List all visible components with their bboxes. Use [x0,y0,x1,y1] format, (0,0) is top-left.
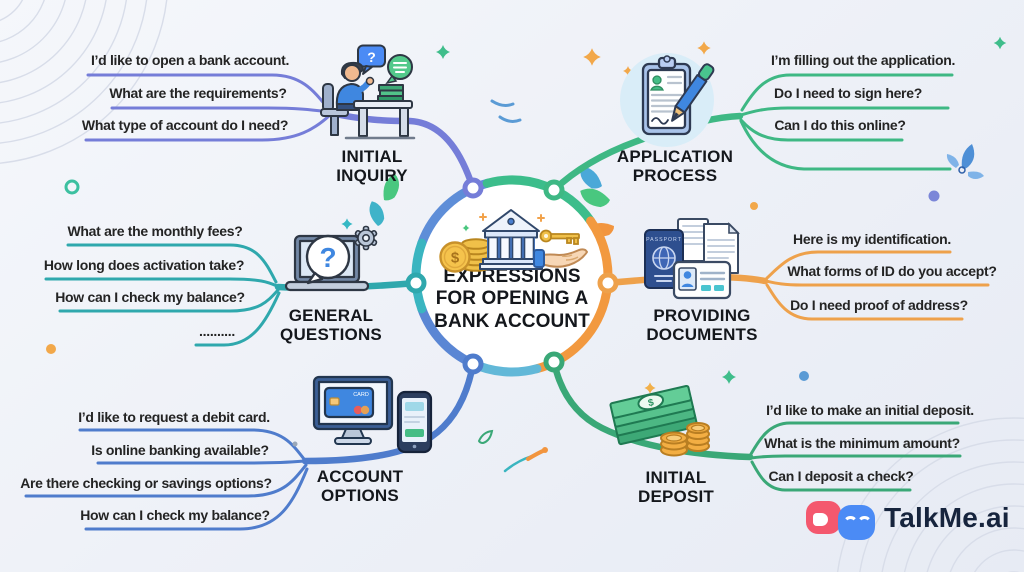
cash-stack-icon: $ [609,384,699,446]
expression-item: How can I check my balance? [55,289,245,305]
expression-item: I’d like to request a debit card. [78,409,270,425]
initial-inquiry-icon: ? [318,44,416,144]
coins-icon [660,422,710,457]
brand-logo: TalkMe.ai [806,499,1010,540]
expression-item: How can I check my balance? [80,507,270,523]
gear-icon [354,225,378,251]
branch-label-general-questions: GENERAL QUESTIONS [280,306,382,345]
chat-bubble-icon [385,54,413,85]
question-bubble-icon [305,234,351,285]
swoosh-decorations [477,99,548,473]
dot-decorations [46,179,940,447]
bank-building-icon [479,209,543,270]
pen-icon [671,63,715,122]
branch-label-application-process: APPLICATION PROCESS [616,147,734,186]
bank-account-icon: $ [438,204,590,274]
blue-sprig-decoration [946,144,984,179]
expression-item: I’d like to open a bank account. [90,52,290,68]
expression-item: Here is my identification. [793,231,951,247]
key-icon [539,229,580,245]
svg-text:?: ? [367,49,376,65]
expression-item: Do I need to sign here? [774,85,922,101]
expression-item: What forms of ID do you accept? [787,263,997,279]
expression-item: What is the minimum amount? [764,435,960,451]
branch-label-initial-deposit: INITIAL DEPOSIT [637,468,715,507]
expression-item: What are the monthly fees? [67,223,243,239]
expression-item: How long does activation take? [43,257,245,273]
hub-connector-dots [405,177,619,375]
trunk-initial-deposit [550,358,754,461]
logo-bubble-blue-icon [838,505,875,540]
branch-label-initial-inquiry: INITIAL INQUIRY [336,147,408,186]
logo-mouth [813,513,828,526]
expression-item: Is online banking available? [91,442,269,458]
svg-text:$: $ [451,250,460,267]
expression-item: Can I deposit a check? [768,468,914,484]
branch-label-account-options: ACCOUNT OPTIONS [316,467,404,506]
initial-deposit-icon: $ [606,376,716,462]
branch-lines-initial-deposit [749,421,962,492]
expression-item: .......... [199,323,235,339]
account-options-icon: CARD [310,374,434,462]
svg-text:?: ? [319,242,336,273]
expression-item: Are there checking or savings options? [20,475,272,491]
expression-item: I’m filling out the application. [770,52,956,68]
svg-text:CARD: CARD [353,392,369,398]
logo-eye [843,516,858,531]
application-process-icon [616,50,718,150]
branch-lines-application-process [739,73,954,171]
providing-documents-icon: PASSPORT [640,216,754,306]
branch-lines-account-options [24,428,309,531]
svg-text:$: $ [647,397,655,409]
paper-icon [677,218,740,274]
id-card-icon [672,260,732,300]
expression-item: I’d like to make an initial deposit. [766,402,974,418]
brand-name: TalkMe.ai [884,502,1010,533]
logo-bubble-pink-icon [806,501,841,534]
branch-lines-providing-documents [764,250,990,321]
general-questions-icon: ? [282,224,382,306]
branch-lines-general-questions [44,243,281,347]
expression-item: Can I do this online? [774,117,906,133]
central-topic-line: FOR OPENING A [435,288,589,310]
expression-item: What type of account do I need? [81,117,289,133]
expression-item: What are the requirements? [109,85,287,101]
central-topic-title: EXPRESSIONS FOR OPENING A BANK ACCOUNT [434,266,590,333]
expression-item: Do I need proof of address? [790,297,968,313]
corner-rings-bottom-right [836,417,1024,572]
central-topic-line: BANK ACCOUNT [434,310,590,332]
svg-text:PASSPORT: PASSPORT [646,237,682,243]
monitor-icon [312,375,394,431]
dollar-coin-icon: $ [439,241,471,273]
branch-label-providing-documents: PROVIDING DOCUMENTS [646,306,758,345]
open-hand-icon [533,248,588,268]
question-bubble-icon [357,44,386,75]
logo-eye [857,516,872,531]
